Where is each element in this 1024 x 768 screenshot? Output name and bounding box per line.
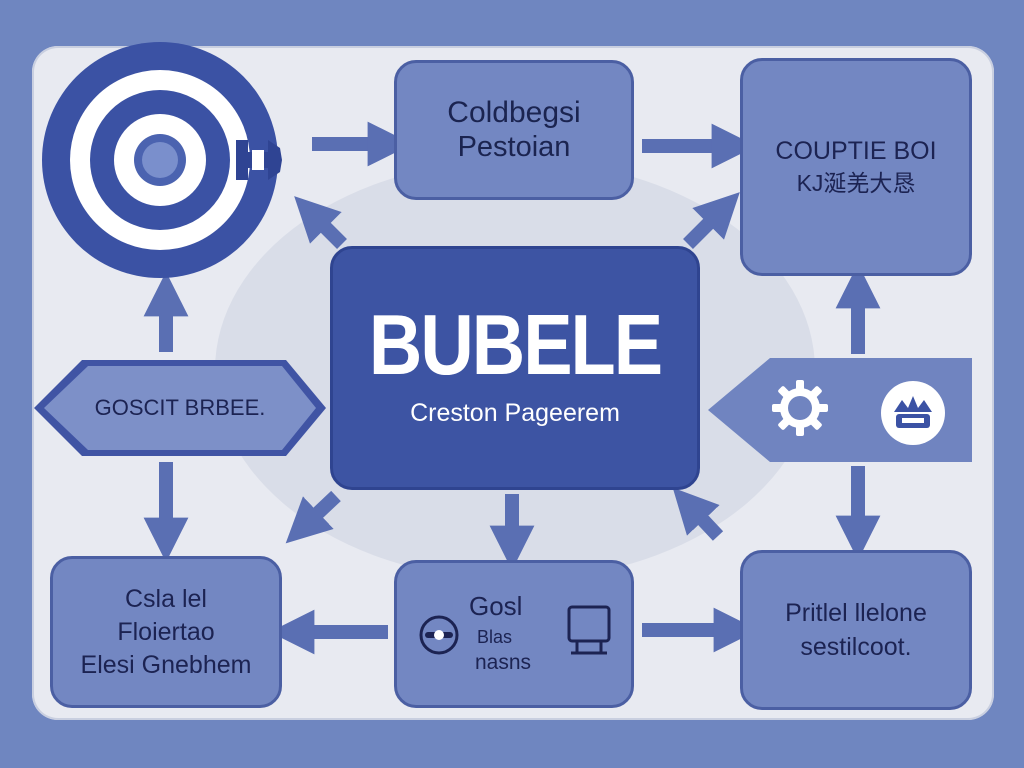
- node-top-center-line1: Coldbegsi: [447, 96, 581, 129]
- node-bottom-right-line1: Pritlel llelone: [785, 599, 927, 627]
- node-bottom-left: Csla lel Floiertao Elesi Gnebhem: [50, 556, 282, 708]
- eye-icon: [419, 615, 459, 655]
- node-center-subtitle: Creston Pageerem: [410, 399, 620, 427]
- node-top-right-line1: COUPTIE BOI: [775, 137, 937, 165]
- node-top-center-line2: Pestoian: [457, 131, 571, 163]
- node-bottom-center-line1: Gosl: [469, 591, 523, 621]
- node-top-center: Coldbegsi Pestoian: [394, 60, 634, 200]
- target-icon: [42, 42, 282, 278]
- arrow-center-to-topright: [683, 192, 740, 249]
- gear-icon: [772, 380, 828, 436]
- node-top-right-line2: KJ涎羌大恳: [796, 170, 916, 196]
- node-bottom-left-line3: Elesi Gnebhem: [80, 650, 252, 679]
- left-banner-inner: [44, 366, 316, 450]
- node-bottom-center: Gosl Blas nasns: [394, 560, 634, 708]
- node-bottom-left-line2: Floiertao: [117, 617, 215, 646]
- node-bottom-left-line1: Csla lel: [125, 584, 207, 613]
- arrow-lower-right-to-center: [672, 487, 724, 541]
- node-bottom-center-line3: nasns: [475, 651, 532, 674]
- node-center-title: BUBELE: [368, 296, 663, 393]
- left-banner-label: GOSCIT BRBEE.: [94, 395, 266, 420]
- monitor-icon: [567, 605, 611, 655]
- node-bottom-right: Pritlel llelone sestilcoot.: [740, 550, 972, 710]
- node-bottom-right-line2: sestilcoot.: [800, 633, 912, 661]
- node-top-right: COUPTIE BOI KJ涎羌大恳: [740, 58, 972, 276]
- arrow-center-to-lower-left: [285, 490, 341, 544]
- helmet-icon: [881, 381, 945, 445]
- node-center: BUBELE Creston Pageerem: [330, 246, 700, 490]
- node-bottom-center-line2: Blas: [477, 627, 513, 647]
- arrow-center-to-target: [294, 196, 347, 249]
